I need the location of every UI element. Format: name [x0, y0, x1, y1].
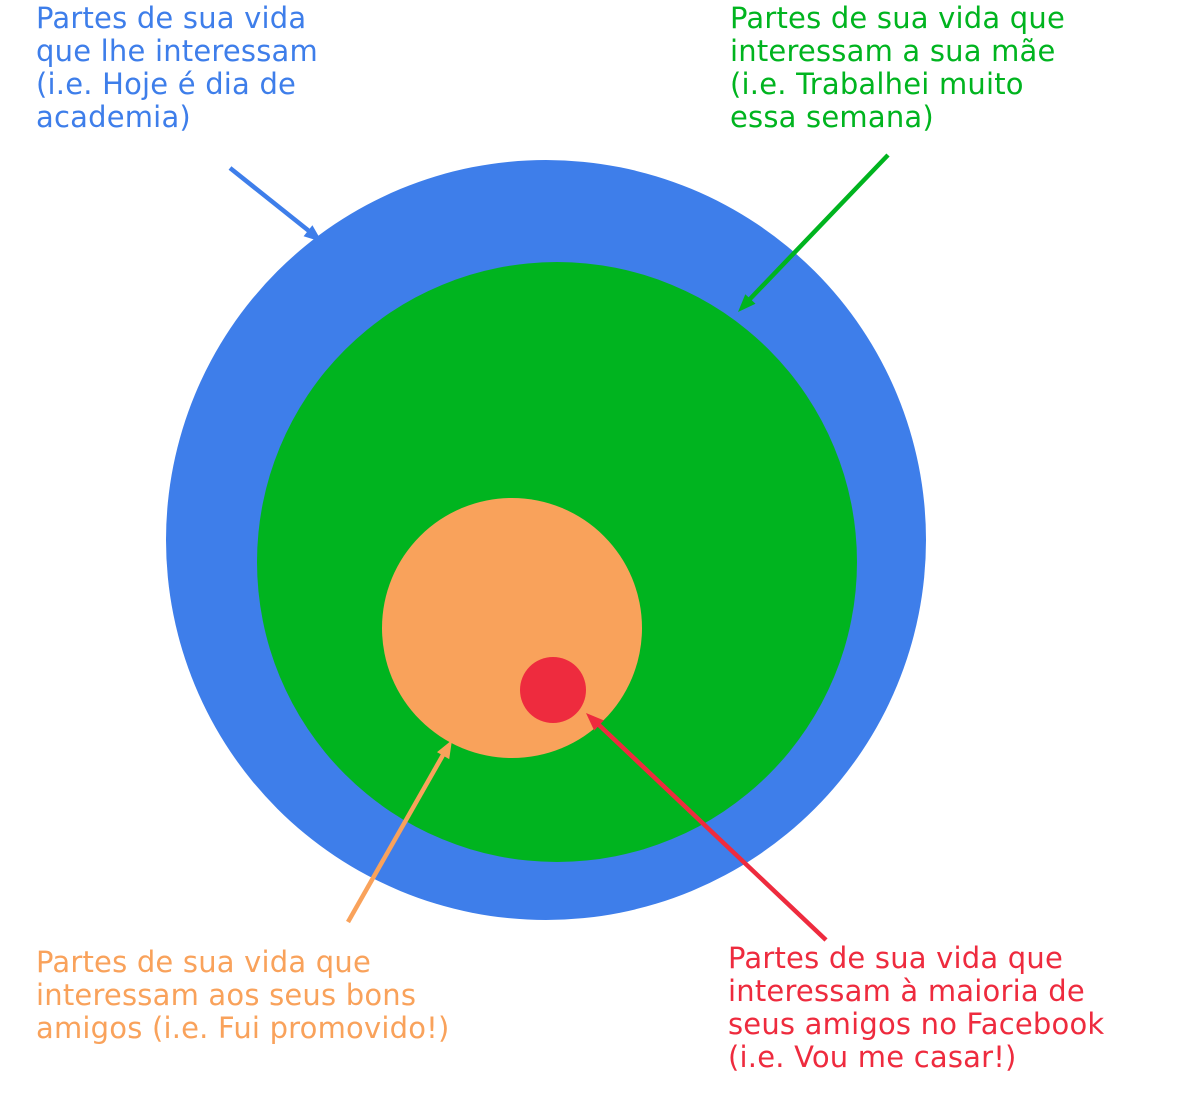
circle-interests-good-friends	[382, 498, 642, 758]
label-interests-good-friends: Partes de sua vida que interessam aos se…	[36, 945, 450, 1045]
orange-arrow	[346, 740, 452, 924]
orange-arrowhead-icon	[437, 740, 452, 760]
label-interests-mother: Partes de sua vida que interessam a sua …	[730, 1, 1066, 134]
blue-arrowhead-icon	[303, 225, 322, 242]
red-arrow	[586, 713, 828, 942]
blue-arrow	[228, 166, 322, 242]
green-arrow	[738, 153, 890, 312]
circle-interests-facebook-friends	[520, 657, 586, 723]
red-arrowhead-icon	[586, 713, 604, 731]
label-interests-you: Partes de sua vida que lhe interessam (i…	[36, 1, 318, 134]
label-interests-facebook-friends: Partes de sua vida que interessam à maio…	[728, 941, 1105, 1074]
green-arrowhead-icon	[738, 294, 756, 312]
